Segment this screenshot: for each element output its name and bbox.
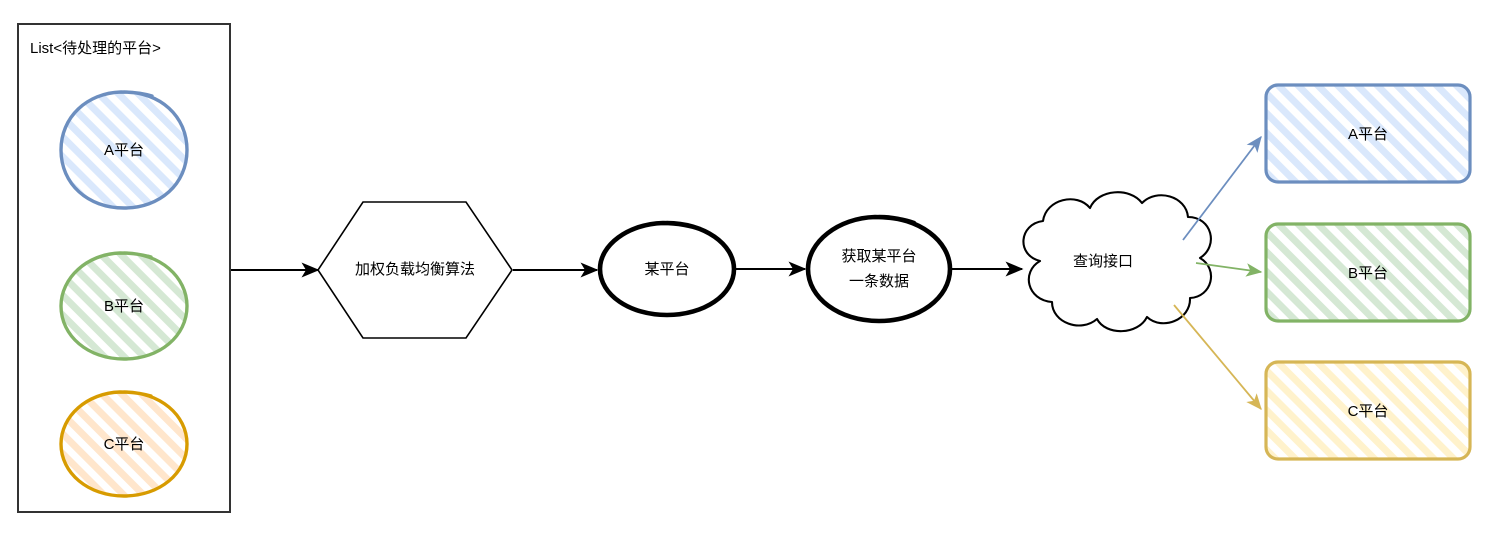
target-platform-c-box[interactable] — [1264, 360, 1472, 461]
source-platform-b-label: B平台 — [104, 298, 144, 315]
source-platform-c-outline — [59, 390, 189, 498]
target-platform-c-label: C平台 — [1348, 403, 1389, 420]
arrow-query-api-to-target-a — [1182, 135, 1262, 241]
list-container-label: List<待处理的平台> — [30, 40, 161, 57]
target-platform-c[interactable]: C平台 — [1264, 360, 1472, 461]
target-platform-a-box[interactable] — [1264, 83, 1472, 184]
source-platform-a-outline — [59, 90, 189, 210]
target-platform-b-label: B平台 — [1348, 265, 1388, 282]
source-platform-b-outline — [59, 251, 189, 361]
node-fetch-record[interactable]: 获取某平台 一条数据 — [805, 214, 953, 324]
node-selected-platform-outline — [597, 220, 737, 318]
source-platform-a-fill — [61, 92, 187, 208]
node-selected-platform-fill — [600, 223, 734, 315]
node-query-api-label: 查询接口 — [1073, 253, 1133, 270]
node-fetch-record-label-line2: 一条数据 — [849, 273, 909, 290]
target-platform-b-box[interactable] — [1264, 222, 1472, 323]
node-algorithm-label: 加权负载均衡算法 — [355, 260, 475, 278]
source-platform-b-fill — [61, 253, 187, 359]
target-platform-a[interactable]: A平台 — [1264, 83, 1472, 184]
source-platform-c[interactable]: C平台 — [59, 390, 189, 498]
node-query-api-shape[interactable] — [1022, 191, 1212, 333]
source-platform-c-fill — [61, 392, 187, 496]
node-selected-platform[interactable]: 某平台 — [597, 220, 737, 318]
source-platform-c-label: C平台 — [104, 436, 145, 453]
node-query-api[interactable]: 查询接口 — [1022, 191, 1212, 333]
node-fetch-record-outline — [805, 214, 953, 324]
node-fetch-record-fill — [808, 217, 950, 321]
arrow-query-api-to-target-c — [1173, 304, 1262, 411]
arrow-query-api-to-target-b — [1195, 262, 1263, 277]
target-platform-a-label: A平台 — [1348, 126, 1388, 143]
target-platform-b[interactable]: B平台 — [1264, 222, 1472, 323]
source-platform-b[interactable]: B平台 — [59, 251, 189, 361]
source-platform-a-label: A平台 — [104, 142, 144, 159]
node-algorithm-shape[interactable] — [317, 201, 513, 339]
node-selected-platform-label: 某平台 — [644, 261, 689, 278]
node-fetch-record-label-line1: 获取某平台 — [841, 248, 916, 265]
node-algorithm[interactable]: 加权负载均衡算法 — [317, 201, 513, 339]
source-platform-a[interactable]: A平台 — [59, 90, 189, 210]
